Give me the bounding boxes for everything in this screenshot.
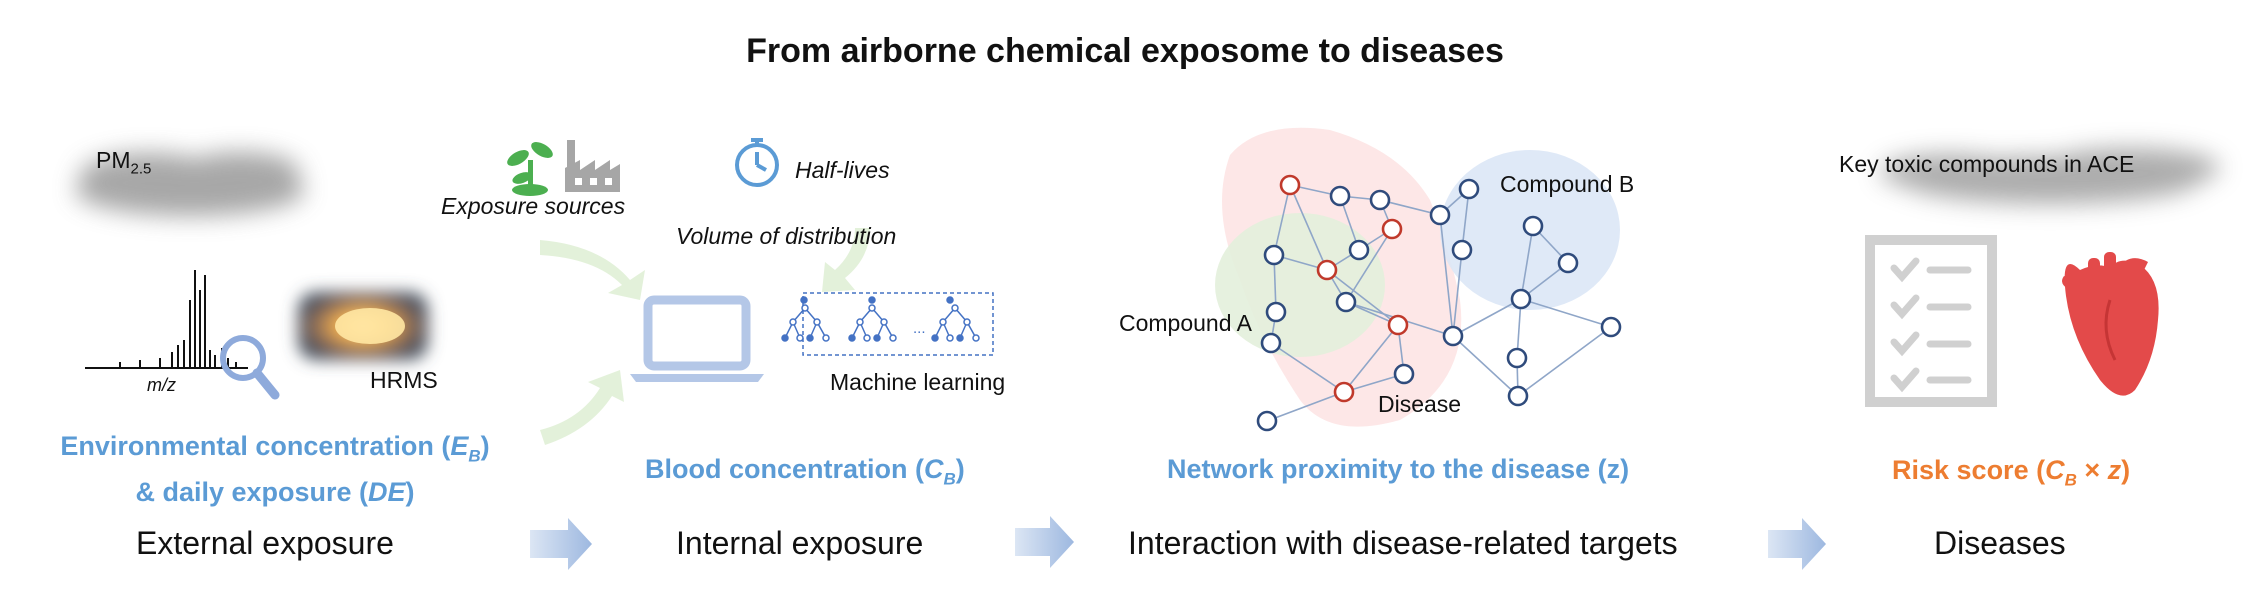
network-node xyxy=(1522,215,1544,237)
network-node xyxy=(1335,291,1357,313)
ace-cloud-icon xyxy=(1880,148,2220,204)
network-edge xyxy=(1273,184,1291,256)
network-node xyxy=(1329,185,1351,207)
heading-environmental-concentration: Environmental concentration (EB) & daily… xyxy=(60,431,490,508)
network-node xyxy=(1510,288,1532,310)
flow-arrow-green xyxy=(540,228,870,445)
stage-internal-exposure: Internal exposure xyxy=(676,525,924,561)
stage-external-exposure: External exposure xyxy=(136,525,394,561)
network-node xyxy=(1451,239,1473,261)
stage-diseases: Diseases xyxy=(1934,525,2066,561)
network-edge xyxy=(1270,342,1345,393)
stopwatch-icon xyxy=(735,138,779,187)
plant-icon xyxy=(507,142,553,196)
network-node xyxy=(1506,347,1528,369)
volume-of-distribution-label: Volume of distribution xyxy=(676,223,897,249)
network-edge xyxy=(1439,214,1454,337)
network-edge xyxy=(1520,225,1534,300)
network-node-disease xyxy=(1387,314,1409,336)
compound-a-label: Compound A xyxy=(1119,310,1252,336)
network-edge xyxy=(1343,324,1399,393)
network-edge xyxy=(1289,184,1328,271)
factory-icon xyxy=(565,140,620,192)
checklist-icon xyxy=(1865,235,1997,407)
network-node xyxy=(1260,332,1282,354)
network-node xyxy=(1458,178,1480,200)
mass-spectrum-icon xyxy=(85,270,248,369)
stage-interaction-targets: Interaction with disease-related targets xyxy=(1128,525,1678,561)
network-node xyxy=(1263,244,1285,266)
hrms-label: HRMS xyxy=(370,367,438,393)
network-edge xyxy=(1266,391,1345,422)
network-node xyxy=(1348,239,1370,261)
network-node xyxy=(1256,410,1278,432)
network-node xyxy=(1507,385,1529,407)
network-node-disease xyxy=(1333,381,1355,403)
network-edge xyxy=(1520,298,1612,328)
stage-arrow-1 xyxy=(530,518,592,570)
disease-label: Disease xyxy=(1378,391,1462,417)
stage-arrow-3 xyxy=(1768,518,1826,570)
network-node xyxy=(1265,301,1287,323)
compound-b-label: Compound B xyxy=(1500,171,1635,197)
key-toxic-compounds-label: Key toxic compounds in ACE xyxy=(1839,151,2135,177)
network-node-disease xyxy=(1381,218,1403,240)
network-edge xyxy=(1343,373,1405,393)
network-edge xyxy=(1452,298,1522,337)
network-edge xyxy=(1452,335,1519,397)
mz-axis-label: m/z xyxy=(147,375,176,395)
network-node xyxy=(1369,189,1391,211)
pm25-label: PM2.5 xyxy=(96,147,152,178)
network-edge xyxy=(1452,249,1463,337)
hrms-instrument-icon xyxy=(298,292,428,360)
network-node xyxy=(1557,252,1579,274)
ml-ellipsis: ... xyxy=(913,320,926,337)
pm-cloud-icon xyxy=(75,152,305,216)
network-node xyxy=(1442,325,1464,347)
network-node-disease xyxy=(1279,174,1301,196)
exposure-sources-label: Exposure sources xyxy=(441,193,626,219)
machine-learning-label: Machine learning xyxy=(830,369,1006,395)
heart-icon xyxy=(2062,252,2159,396)
machine-learning-trees-icon xyxy=(781,292,994,356)
network-node-disease xyxy=(1316,259,1338,281)
page-title: From airborne chemical exposome to disea… xyxy=(746,32,1504,70)
heading-network-proximity: Network proximity to the disease (z) xyxy=(1167,454,1630,484)
laptop-icon xyxy=(630,295,764,382)
network-edge xyxy=(1517,326,1612,397)
half-lives-label: Half-lives xyxy=(795,157,890,183)
network-node xyxy=(1600,316,1622,338)
network-edge xyxy=(1379,199,1441,216)
magnifier-icon xyxy=(220,335,280,400)
network-edge xyxy=(1326,269,1399,326)
network-node xyxy=(1429,204,1451,226)
stage-arrow-2 xyxy=(1015,516,1074,568)
network-node xyxy=(1393,363,1415,385)
heading-risk-score: Risk score (CB × z) xyxy=(1892,455,2131,490)
heading-blood-concentration: Blood concentration (CB) xyxy=(645,454,965,489)
